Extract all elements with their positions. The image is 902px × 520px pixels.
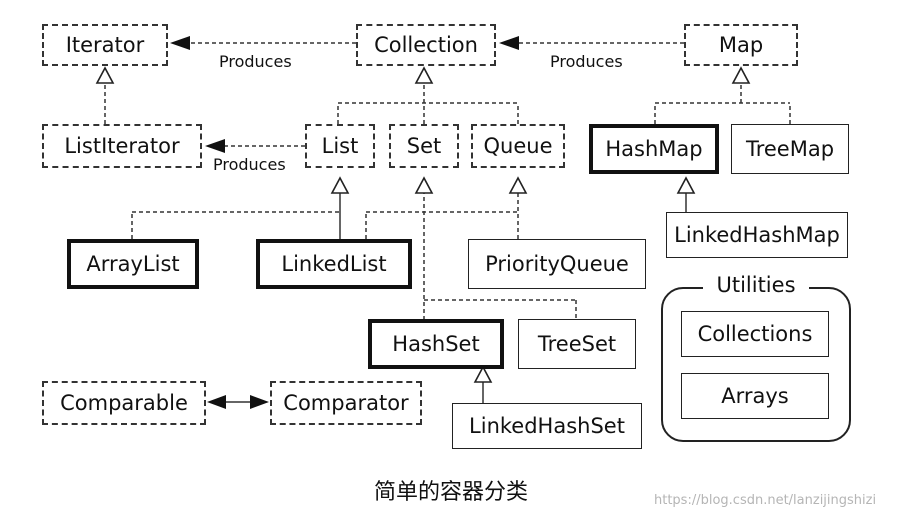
node-linked-hash-map: LinkedHashMap (666, 212, 848, 258)
inherit-triangle-list (330, 176, 350, 194)
node-hash-set: HashSet (368, 319, 504, 369)
inherit-triangle-hashset (473, 365, 493, 383)
inherit-triangle-queue (508, 176, 528, 194)
inherit-triangle-map (731, 66, 751, 84)
arrowhead-listiterator (205, 139, 225, 153)
node-hash-map: HashMap (589, 124, 719, 174)
inherit-triangle-hashmap (676, 176, 696, 194)
node-iterator: Iterator (42, 24, 168, 66)
node-linked-list: LinkedList (256, 239, 412, 289)
inherit-triangle-set (414, 176, 434, 194)
node-priority-queue: PriorityQueue (468, 239, 646, 289)
arrowhead-comparator (250, 395, 269, 409)
figure-caption: 简单的容器分类 (373, 480, 528, 505)
node-tree-map: TreeMap (731, 124, 849, 174)
node-comparable: Comparable (42, 381, 206, 425)
node-collections: Collections (681, 311, 829, 357)
produces-label-iterator: Produces (219, 52, 292, 71)
node-queue: Queue (471, 124, 565, 168)
inherit-triangle-iterator (95, 66, 115, 84)
arrowhead-collection (499, 36, 519, 50)
node-collection: Collection (356, 24, 496, 66)
node-tree-set: TreeSet (518, 319, 636, 369)
arrowhead-comparable (207, 395, 226, 409)
node-arrays: Arrays (681, 373, 829, 419)
produces-label-listiterator: Produces (213, 155, 286, 174)
node-linked-hash-set: LinkedHashSet (452, 403, 642, 449)
node-array-list: ArrayList (67, 239, 199, 289)
watermark: https://blog.csdn.net/lanzijingshizi (654, 493, 877, 508)
node-map: Map (684, 24, 798, 66)
produces-label-collection: Produces (550, 52, 623, 71)
inherit-triangle-collection (414, 66, 434, 84)
utilities-group-title: Utilities (703, 273, 809, 297)
arrowhead-iterator (170, 36, 190, 50)
node-list-iterator: ListIterator (42, 124, 202, 168)
node-comparator: Comparator (270, 381, 422, 425)
node-list: List (305, 124, 375, 168)
node-set: Set (389, 124, 459, 168)
